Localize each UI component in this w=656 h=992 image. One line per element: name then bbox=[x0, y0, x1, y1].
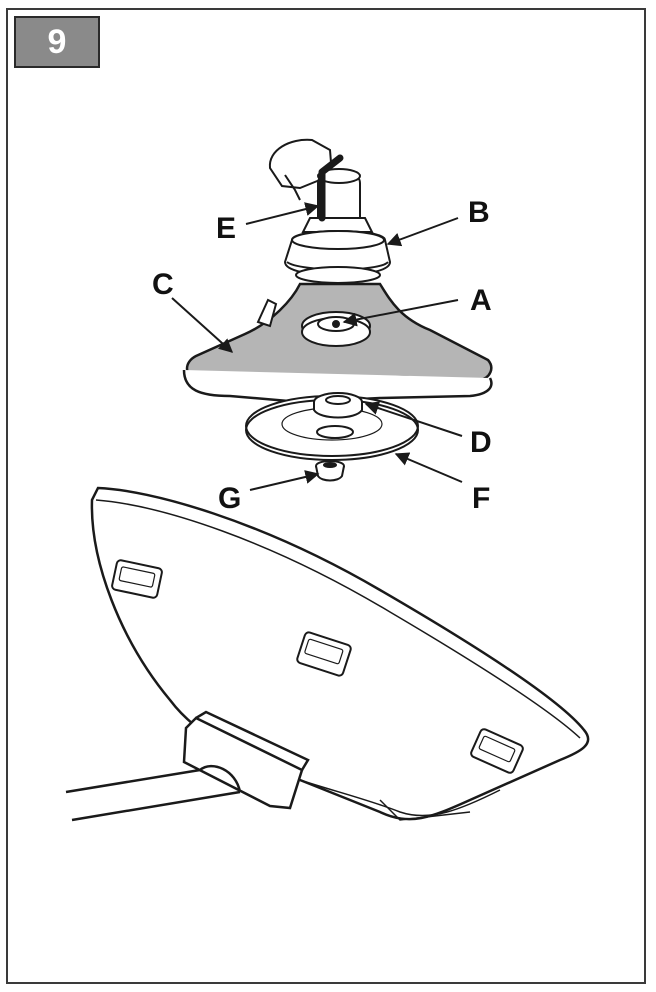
leader-arrows bbox=[171, 202, 463, 491]
drive-shaft bbox=[65, 764, 242, 822]
leader-arrow-b bbox=[386, 217, 459, 247]
support-cup bbox=[283, 230, 392, 284]
hub-washer bbox=[301, 311, 371, 347]
label-c: C bbox=[152, 268, 174, 301]
gear-head bbox=[268, 138, 374, 233]
lock-nut bbox=[315, 460, 345, 482]
shaft-clamp bbox=[182, 710, 310, 810]
step-number: 9 bbox=[47, 22, 67, 61]
leader-arrow-f bbox=[394, 452, 463, 483]
leader-arrow-d bbox=[364, 401, 463, 437]
label-e: E bbox=[216, 212, 236, 245]
label-d: D bbox=[470, 426, 492, 459]
step-number-badge: 9 bbox=[14, 16, 100, 68]
label-a: A bbox=[470, 284, 492, 317]
guard-vent bbox=[470, 728, 524, 774]
allen-key bbox=[318, 154, 344, 222]
leader-arrow-g bbox=[249, 470, 320, 491]
label-f: F bbox=[472, 482, 490, 515]
label-g: G bbox=[218, 482, 241, 515]
label-b: B bbox=[468, 196, 490, 229]
guard-vent bbox=[111, 559, 163, 599]
leader-arrow-c bbox=[171, 297, 234, 353]
leader-arrow-a bbox=[342, 299, 459, 327]
guard-vent bbox=[296, 631, 352, 677]
blade-nut bbox=[313, 392, 363, 439]
leader-arrow-e bbox=[245, 202, 320, 225]
